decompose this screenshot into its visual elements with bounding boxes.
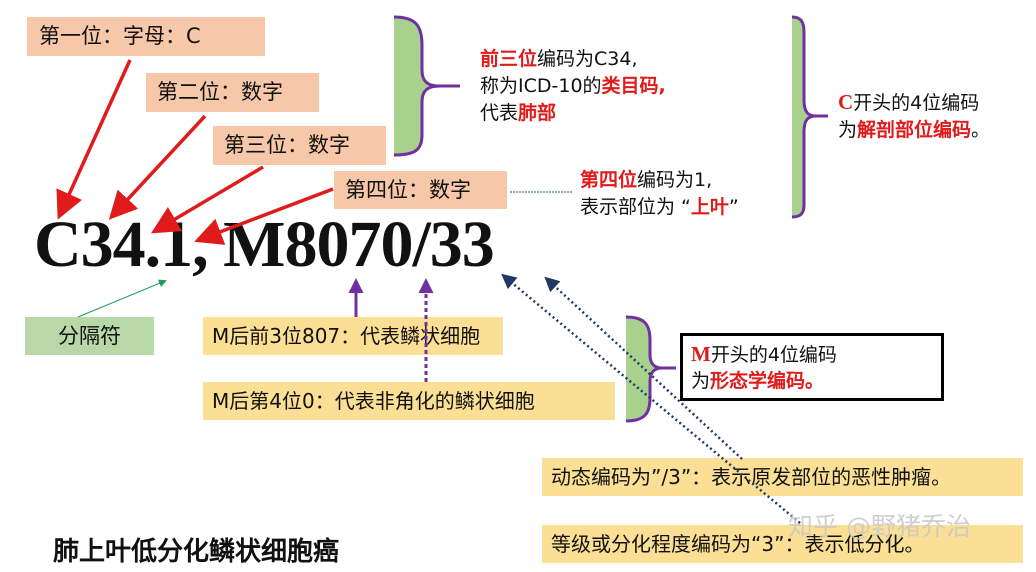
label-second-position: 第二位：数字 bbox=[146, 73, 319, 112]
note-highlight: 肺部 bbox=[518, 102, 557, 124]
label-text: 动态编码为”/3”：表示原发部位的恶性肿瘤。 bbox=[551, 465, 952, 489]
note-highlight: 解剖部位编码 bbox=[857, 119, 972, 141]
note-highlight: 类目码, bbox=[601, 75, 666, 97]
label-text: 分隔符 bbox=[58, 323, 121, 348]
note-highlight: 前三位 bbox=[480, 48, 538, 70]
arrow-behavior-code bbox=[544, 276, 743, 460]
note-highlight: 上叶 bbox=[690, 196, 729, 218]
note-highlight: M bbox=[691, 342, 711, 366]
arrow-second-position bbox=[108, 114, 207, 220]
note-text: 称为ICD-10的 bbox=[480, 75, 602, 97]
note-m-prefix-box: M开头的4位编码 为形态学编码。 bbox=[680, 333, 944, 401]
watermark: 知乎 @野猪乔治 bbox=[788, 512, 971, 541]
note-text: 编码为C34, bbox=[537, 48, 638, 70]
label-morphology-0: M后第4位0：代表非角化的鳞状细胞 bbox=[203, 382, 615, 420]
note-text: ” bbox=[728, 196, 739, 218]
label-grade-code: 等级或分化程度编码为“3”：表示低分化。 bbox=[542, 525, 1023, 563]
label-separator: 分隔符 bbox=[25, 317, 154, 355]
label-first-position: 第一位：字母：C bbox=[27, 17, 265, 56]
brace-c-prefix-icon bbox=[791, 15, 828, 219]
label-behavior-code: 动态编码为”/3”：表示原发部位的恶性肿瘤。 bbox=[542, 458, 1023, 496]
arrow-first-position bbox=[56, 59, 132, 220]
note-text: 编码为1, bbox=[637, 169, 713, 191]
diagnosis-code: C34.1, M8070/33 bbox=[34, 208, 495, 281]
note-text: 为 bbox=[838, 119, 858, 141]
label-text: 第二位：数字 bbox=[157, 80, 283, 104]
label-text: M后第4位0：代表非角化的鳞状细胞 bbox=[212, 389, 535, 413]
note-text: 表示部位为 “ bbox=[580, 196, 691, 218]
note-fourth-digit: 第四位编码为1, 表示部位为 “上叶” bbox=[580, 167, 739, 221]
label-morphology-807: M后前3位807：代表鳞状细胞 bbox=[203, 317, 503, 355]
note-first-three-digits: 前三位编码为C34, 称为ICD-10的类目码, 代表肺部 bbox=[480, 46, 666, 127]
label-fourth-position: 第四位：数字 bbox=[334, 171, 507, 209]
label-text: 第一位：字母：C bbox=[39, 24, 201, 48]
note-text: 。 bbox=[971, 119, 991, 141]
note-text: 开头的4位编码 bbox=[853, 92, 980, 114]
note-text: 开头的4位编码 bbox=[710, 344, 837, 366]
arrow-grade-code bbox=[501, 273, 801, 524]
brace-first-three-icon bbox=[393, 15, 460, 157]
note-c-prefix: C开头的4位编码 为解剖部位编码。 bbox=[838, 89, 990, 144]
label-text: 第四位：数字 bbox=[345, 177, 471, 202]
arrow-fourth-position bbox=[194, 187, 334, 245]
label-text: 第三位：数字 bbox=[224, 133, 350, 157]
arrow-separator bbox=[77, 279, 167, 318]
note-highlight: 第四位 bbox=[580, 169, 638, 191]
note-highlight: C bbox=[838, 90, 854, 114]
diagnosis-title: 肺上叶低分化鳞状细胞癌 bbox=[53, 537, 340, 567]
label-third-position: 第三位：数字 bbox=[213, 126, 386, 165]
note-text: 为 bbox=[691, 370, 711, 392]
arrow-third-position bbox=[150, 165, 264, 234]
note-highlight: 形态学编码。 bbox=[710, 370, 825, 392]
label-text: 等级或分化程度编码为“3”：表示低分化。 bbox=[551, 532, 925, 556]
note-text: 代表 bbox=[480, 102, 519, 124]
brace-m-prefix-icon bbox=[625, 315, 676, 423]
label-text: M后前3位807：代表鳞状细胞 bbox=[212, 324, 481, 348]
